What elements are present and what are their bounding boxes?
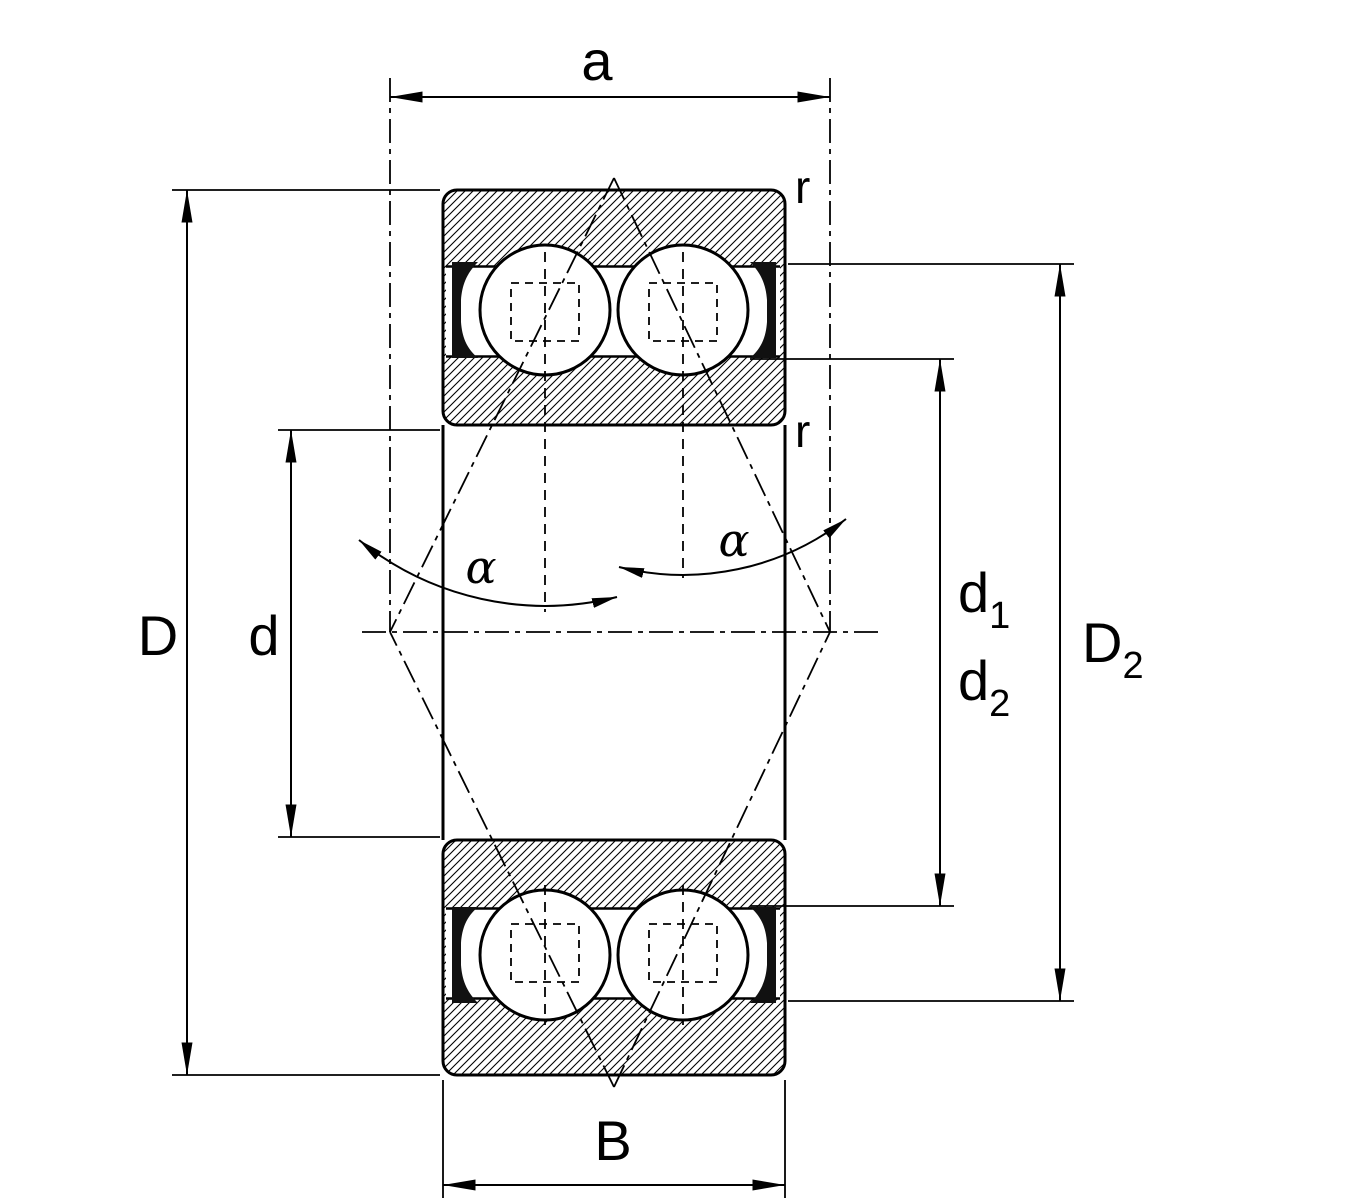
dim-label-D2-sub: 2 [1122, 645, 1143, 687]
dim-label-r-outer: r [795, 161, 810, 213]
angle-arc-alpha-left [358, 539, 618, 608]
dim-label-D: D [138, 604, 178, 667]
dim-label-d1-sub: 1 [989, 595, 1010, 637]
seal-bottom-left [452, 907, 478, 1003]
dim-label-r-inner: r [795, 405, 810, 457]
dim-label-d2-base: d [958, 649, 989, 712]
angle-arc-alpha-right [618, 518, 847, 578]
angle-label-alpha-left: α [465, 540, 496, 594]
dimension-annotations: a r r D d d1 d2 D2 B α α [138, 29, 1144, 1198]
dim-label-d2-sub: 2 [989, 683, 1010, 725]
dim-label-D2: D2 [1082, 611, 1144, 687]
seal-bottom-right [750, 907, 776, 1003]
dim-label-D2-base: D [1082, 611, 1122, 674]
dim-label-a: a [581, 29, 613, 92]
contact-line-bottom-right [613, 631, 831, 1088]
dim-label-B: B [594, 1109, 631, 1172]
seal-top-left [452, 262, 478, 358]
contact-line-bottom-left [389, 631, 615, 1088]
seal-top-right [750, 262, 776, 358]
dim-label-d2: d2 [958, 649, 1010, 725]
dim-label-d: d [248, 604, 279, 667]
dim-label-d1: d1 [958, 561, 1010, 637]
dim-label-d1-base: d [958, 561, 989, 624]
angle-label-alpha-right: α [718, 513, 749, 567]
